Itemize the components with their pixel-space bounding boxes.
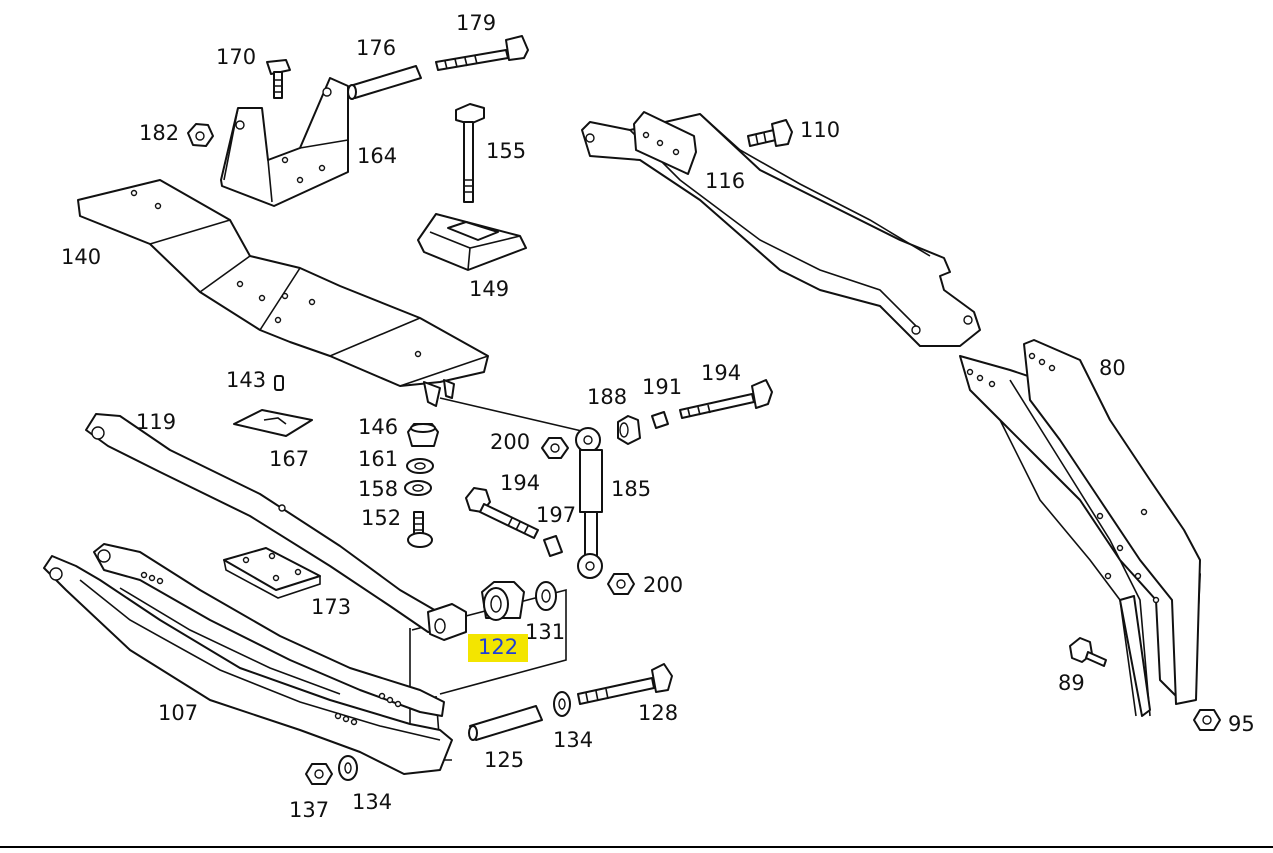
label-200-lower[interactable]: 200 bbox=[643, 573, 684, 597]
label-116[interactable]: 116 bbox=[705, 169, 746, 193]
washer-158[interactable] bbox=[404, 480, 432, 496]
label-152[interactable]: 152 bbox=[361, 506, 402, 530]
plate-167[interactable] bbox=[233, 409, 313, 437]
label-200-upper[interactable]: 200 bbox=[490, 430, 531, 454]
bottom-border bbox=[0, 846, 1273, 848]
nut-200-lower[interactable] bbox=[607, 573, 635, 595]
label-164[interactable]: 164 bbox=[357, 144, 398, 168]
label-110[interactable]: 110 bbox=[800, 118, 841, 142]
label-158[interactable]: 158 bbox=[358, 477, 399, 501]
bolt-194-upper[interactable] bbox=[679, 379, 773, 419]
label-194-lower[interactable]: 194 bbox=[500, 471, 541, 495]
label-122-highlighted[interactable]: 122 bbox=[468, 634, 529, 662]
label-191[interactable]: 191 bbox=[642, 375, 683, 399]
pin-176[interactable] bbox=[347, 65, 422, 100]
washer-131[interactable] bbox=[535, 581, 557, 611]
crossmember-140[interactable] bbox=[77, 179, 489, 407]
arm-119[interactable] bbox=[85, 413, 467, 641]
label-167[interactable]: 167 bbox=[269, 447, 310, 471]
washer-161[interactable] bbox=[406, 458, 434, 474]
frame-107[interactable] bbox=[43, 543, 453, 775]
bolt-128[interactable] bbox=[577, 663, 673, 705]
bolt-155[interactable] bbox=[455, 103, 485, 203]
bushing-122[interactable] bbox=[481, 581, 525, 621]
sleeve-125[interactable] bbox=[468, 705, 543, 741]
plate-173[interactable] bbox=[223, 547, 321, 599]
bolt-110[interactable] bbox=[747, 119, 793, 147]
bushing-146[interactable] bbox=[407, 423, 439, 447]
bushing-188[interactable] bbox=[617, 415, 641, 445]
label-128[interactable]: 128 bbox=[638, 701, 679, 725]
label-89[interactable]: 89 bbox=[1058, 671, 1085, 695]
bracket-164[interactable] bbox=[220, 77, 349, 207]
label-170[interactable]: 170 bbox=[216, 45, 257, 69]
label-182[interactable]: 182 bbox=[139, 121, 180, 145]
nut-182[interactable] bbox=[187, 123, 214, 147]
bolt-152[interactable] bbox=[407, 511, 433, 548]
label-95[interactable]: 95 bbox=[1228, 712, 1255, 736]
label-155[interactable]: 155 bbox=[486, 139, 527, 163]
washer-134-left[interactable] bbox=[338, 755, 358, 781]
label-131[interactable]: 131 bbox=[525, 620, 566, 644]
label-80[interactable]: 80 bbox=[1099, 356, 1126, 380]
nut-95[interactable] bbox=[1193, 709, 1221, 731]
label-176[interactable]: 176 bbox=[356, 36, 397, 60]
nut-200-upper[interactable] bbox=[541, 437, 569, 459]
label-194-upper[interactable]: 194 bbox=[701, 361, 742, 385]
label-107[interactable]: 107 bbox=[158, 701, 199, 725]
strut-185[interactable] bbox=[575, 427, 603, 579]
bolt-170[interactable] bbox=[266, 59, 291, 99]
label-134-right[interactable]: 134 bbox=[553, 728, 594, 752]
mount-149[interactable] bbox=[417, 213, 527, 271]
spacer-191[interactable] bbox=[651, 411, 669, 429]
label-125[interactable]: 125 bbox=[484, 748, 525, 772]
label-188[interactable]: 188 bbox=[587, 385, 628, 409]
washer-134-right[interactable] bbox=[553, 691, 571, 717]
label-179[interactable]: 179 bbox=[456, 11, 497, 35]
nut-137[interactable] bbox=[305, 763, 333, 785]
bolt-179[interactable] bbox=[435, 35, 529, 71]
label-173[interactable]: 173 bbox=[311, 595, 352, 619]
clip-143[interactable] bbox=[274, 375, 284, 391]
label-137[interactable]: 137 bbox=[289, 798, 330, 822]
label-149[interactable]: 149 bbox=[469, 277, 510, 301]
label-161[interactable]: 161 bbox=[358, 447, 399, 471]
label-134-left[interactable]: 134 bbox=[352, 790, 393, 814]
label-143[interactable]: 143 bbox=[226, 368, 267, 392]
label-185[interactable]: 185 bbox=[611, 477, 652, 501]
rail-116[interactable] bbox=[581, 111, 981, 347]
label-146[interactable]: 146 bbox=[358, 415, 399, 439]
spacer-197[interactable] bbox=[543, 535, 563, 557]
bolt-194-lower[interactable] bbox=[465, 487, 539, 539]
label-197[interactable]: 197 bbox=[536, 503, 577, 527]
bolt-89[interactable] bbox=[1069, 637, 1107, 667]
label-140[interactable]: 140 bbox=[61, 245, 102, 269]
bracket-80[interactable] bbox=[959, 339, 1201, 717]
label-119[interactable]: 119 bbox=[136, 410, 177, 434]
